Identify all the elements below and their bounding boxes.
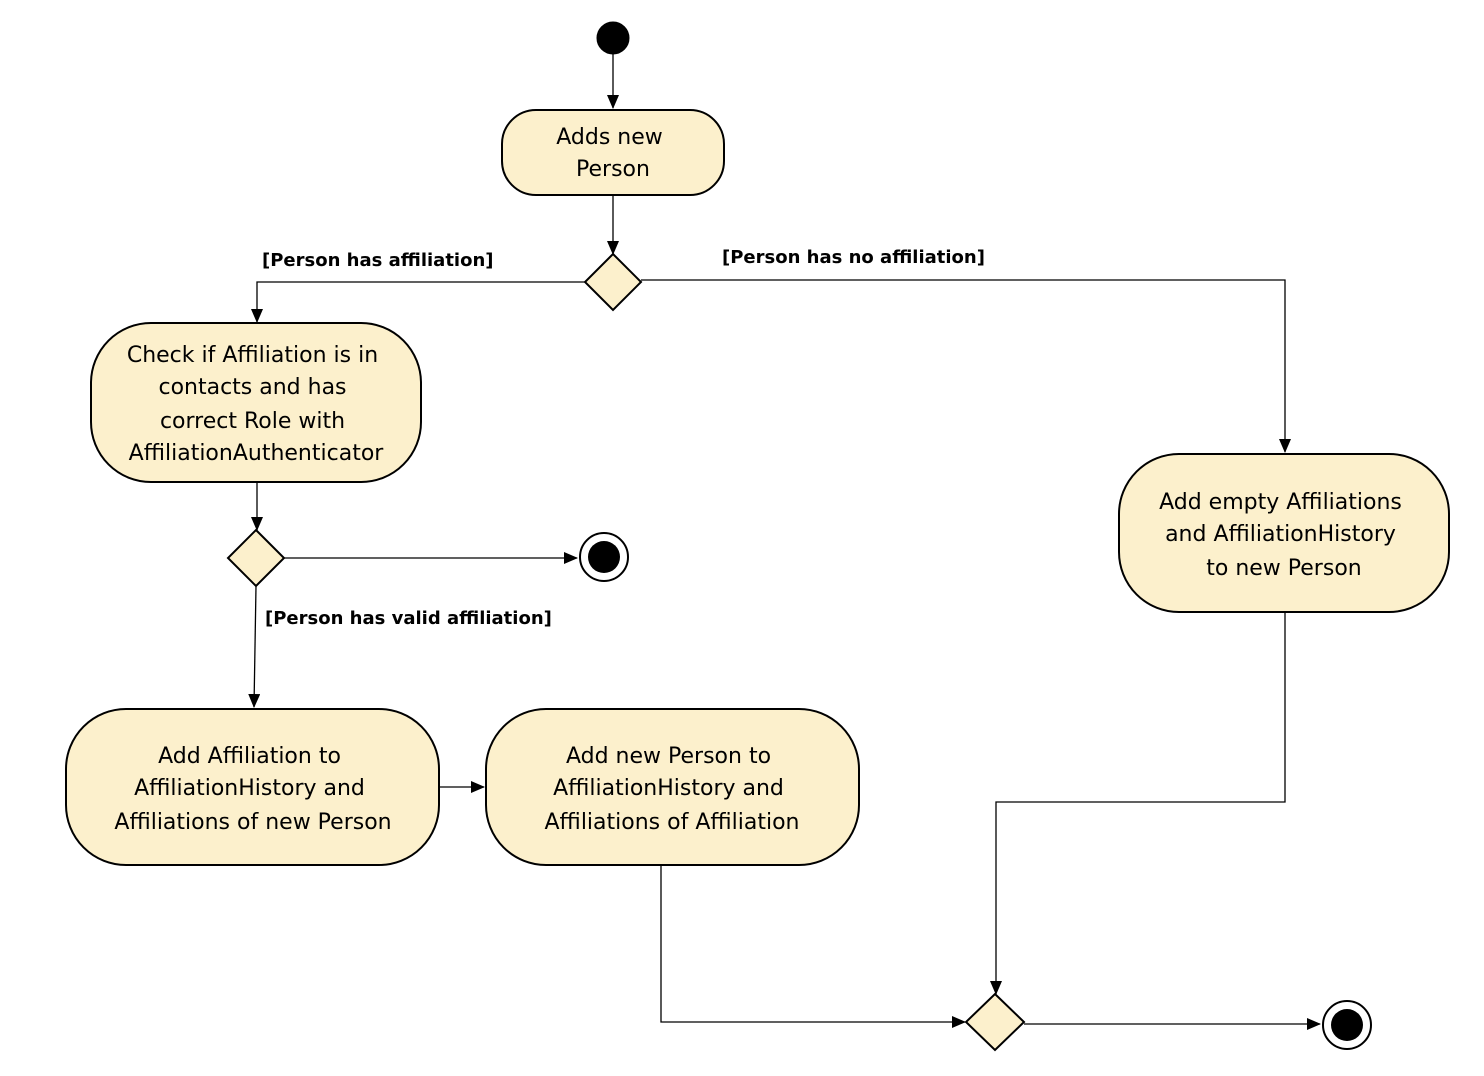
decision-valid-affiliation [226, 528, 286, 588]
guard-has-affiliation: [Person has affiliation] [262, 250, 494, 271]
guard-valid-affiliation: [Person has valid affiliation] [265, 608, 552, 629]
action-add-person-to-affiliation-line-2: AffiliationHistory and [553, 776, 784, 801]
edge-add-empty-to-merge [990, 612, 1286, 995]
action-check-affiliation-line-2: contacts and has [158, 375, 346, 400]
edges [248, 53, 1321, 1030]
final-node-invalid [579, 532, 629, 582]
edge-add-person-affiliation-to-merge [660, 864, 966, 1028]
guard-no-affiliation: [Person has no affiliation] [722, 247, 985, 268]
action-add-person-to-affiliation-line-3: Affiliations of Affiliation [545, 810, 800, 835]
initial-node [596, 21, 630, 55]
action-add-affiliation: Add Affiliation to AffiliationHistory an… [65, 708, 440, 866]
action-add-empty-line-3: to new Person [1206, 556, 1361, 581]
action-add-person-to-affiliation-line-1: Add new Person to [566, 744, 771, 769]
svg-text:Adds new Person: Adds new Person [556, 125, 670, 182]
action-add-empty-line-2: and AffiliationHistory [1165, 522, 1396, 547]
svg-text:Add new Person to Affili: Add new Person to AffiliationHistory and… [545, 744, 800, 835]
action-add-new-person: Adds new Person [501, 109, 725, 196]
merge-node [964, 992, 1026, 1052]
action-check-affiliation-line-3: correct Role with [160, 409, 345, 434]
svg-text:Add Affiliation to Affil: Add Affiliation to AffiliationHistory an… [114, 744, 391, 835]
edge-decision-to-check [251, 281, 585, 323]
svg-text:Check if Affiliation is in: Check if Affiliation is in contacts and … [127, 343, 385, 466]
action-add-new-person-line-1: Adds new [556, 125, 663, 150]
action-check-affiliation-line-1: Check if Affiliation is in [127, 343, 378, 368]
edge-decision-to-add-affiliation [248, 585, 261, 708]
action-add-affiliation-line-3: Affiliations of new Person [114, 810, 391, 835]
final-node-end [1322, 1000, 1372, 1050]
decision-has-affiliation [583, 252, 643, 312]
action-add-empty-line-1: Add empty Affiliations [1159, 490, 1402, 515]
action-add-affiliation-line-2: AffiliationHistory and [134, 776, 365, 801]
action-check-affiliation: Check if Affiliation is in contacts and … [90, 322, 422, 483]
action-add-new-person-line-2: Person [576, 157, 650, 182]
edge-decision-to-add-empty [641, 279, 1291, 453]
action-add-empty-affiliations: Add empty Affiliations and AffiliationHi… [1118, 453, 1450, 613]
action-check-affiliation-line-4: AffiliationAuthenticator [129, 441, 385, 466]
svg-text:Add empty Affiliations a: Add empty Affiliations and AffiliationHi… [1159, 490, 1409, 581]
action-add-person-to-affiliation: Add new Person to AffiliationHistory and… [485, 708, 860, 866]
action-add-affiliation-line-1: Add Affiliation to [158, 744, 341, 769]
